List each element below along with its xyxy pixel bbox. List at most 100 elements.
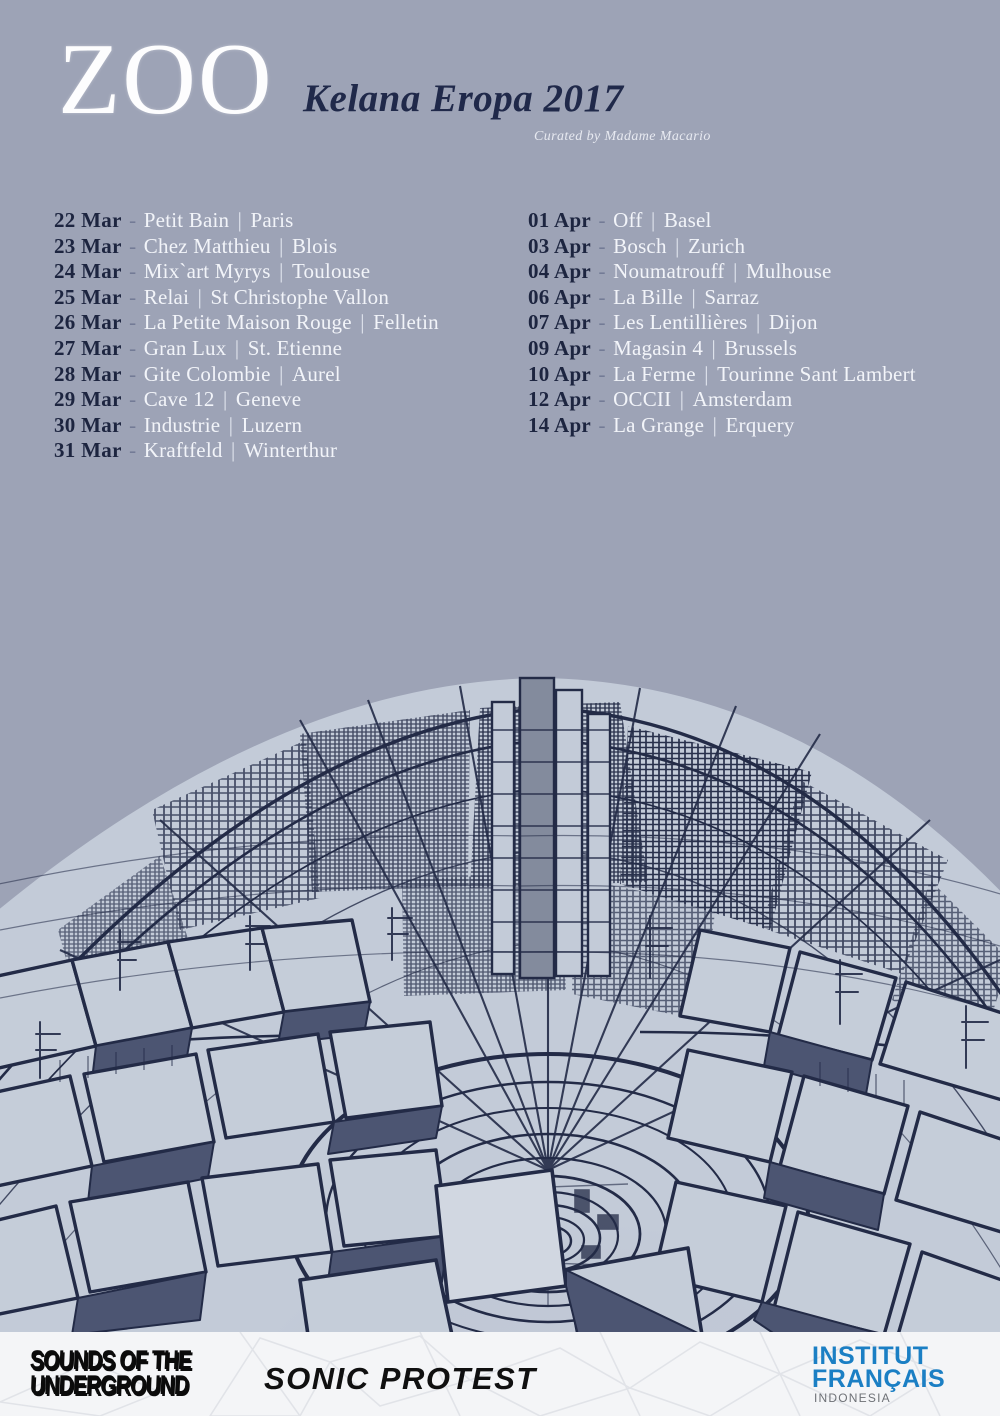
tour-date-venue: Gite Colombie [143,361,271,386]
tour-date-city: Paris [250,208,294,232]
tour-date-dash: - [593,284,612,309]
tour-date-row: 25 Mar - Relai | St Christophe Vallon [54,285,524,311]
tour-date-row: 22 Mar - Petit Bain | Paris [54,208,524,234]
cityscape-illustration [0,630,1000,1335]
tour-date-separator: | [727,259,743,284]
tour-date-dash: - [123,208,142,232]
tour-date-city: Tourinne Sant Lambert [717,361,916,386]
tour-date-dash: - [593,259,612,284]
tour-date-day: 09 Apr [528,335,592,360]
tour-date-city: Amsterdam [692,387,793,412]
tour-date-dash: - [593,310,612,335]
tour-date-dash: - [123,387,142,412]
tour-date-city: Basel [663,208,712,232]
tour-date-separator: | [706,335,722,360]
tour-date-dash: - [593,387,612,412]
tour-date-row: 04 Apr - Noumatrouff | Mulhouse [528,259,998,285]
tour-date-row: 01 Apr - Off | Basel [528,208,998,234]
tour-date-venue: La Petite Maison Rouge [143,310,352,335]
tour-date-dash: - [593,233,612,258]
tour-date-dash: - [123,259,142,284]
tour-date-city: Luzern [241,412,303,437]
tour-date-row: 31 Mar - Kraftfeld | Winterthur [54,438,524,464]
tour-date-venue: Gran Lux [143,335,227,360]
sotu-line-2: UNDERGROUND [29,1370,189,1400]
tour-subtitle: Kelana Eropa 2017 [303,77,624,120]
tour-date-day: 30 Mar [54,412,122,437]
footer-watermark-sketch [0,1332,942,1416]
tour-date-venue: Kraftfeld [143,438,223,463]
tour-date-dash: - [593,208,612,232]
curator-credit: Curated by Madame Macario [534,129,711,144]
tour-date-row: 12 Apr - OCCII | Amsterdam [528,387,998,413]
tour-date-dash: - [123,233,142,258]
tour-date-venue: Les Lentillières [613,310,748,335]
tour-date-dash: - [123,310,142,335]
tour-date-venue: Cave 12 [143,387,215,412]
page-title: ZOO [58,23,274,136]
tour-date-separator: | [273,259,289,284]
tour-date-dash: - [593,412,612,437]
tour-date-day: 04 Apr [528,259,592,284]
tour-date-dash: - [593,361,612,386]
tour-date-row: 29 Mar - Cave 12 | Geneve [54,387,524,413]
tour-date-venue: Mix`art Myrys [143,259,271,284]
tour-date-dash: - [123,335,142,360]
tour-date-city: Mulhouse [745,259,832,284]
tour-date-separator: | [273,361,289,386]
tour-date-day: 06 Apr [528,284,592,309]
tour-date-day: 14 Apr [528,412,592,437]
tour-date-separator: | [645,208,661,232]
tour-date-city: Blois [291,233,338,258]
tour-date-city: Felletin [373,310,439,335]
tour-date-dash: - [593,335,612,360]
tour-date-row: 30 Mar - Industrie | Luzern [54,413,524,439]
tour-date-row: 24 Mar - Mix`art Myrys | Toulouse [54,259,524,285]
tour-date-city: St. Etienne [247,335,343,360]
tour-date-venue: Chez Matthieu [143,233,271,258]
tour-date-venue: La Grange [613,412,705,437]
tour-date-day: 31 Mar [54,438,122,463]
tour-date-dash: - [123,361,142,386]
tour-date-city: Sarraz [704,284,760,309]
tour-date-city: Toulouse [291,259,371,284]
tour-date-venue: Noumatrouff [613,259,725,284]
tour-date-separator: | [698,361,715,386]
logo-sounds-of-the-underground[interactable]: SOUNDS OF THE UNDERGROUND [29,1345,210,1405]
tour-date-row: 27 Mar - Gran Lux | St. Etienne [54,336,524,362]
tour-date-dash: - [123,438,142,463]
tour-date-day: 22 Mar [54,208,122,232]
tour-date-city: Aurel [291,361,341,386]
tour-date-day: 07 Apr [528,310,592,335]
tour-date-row: 26 Mar - La Petite Maison Rouge | Fellet… [54,310,524,336]
tour-date-separator: | [707,412,723,437]
tour-date-separator: | [273,233,289,258]
tour-date-row: 03 Apr - Bosch | Zurich [528,234,998,260]
tour-date-city: Winterthur [243,438,338,463]
logo-institut-francais-indonesia[interactable]: INSTITUT FRANÇAIS INDONESIA [812,1344,982,1410]
tour-date-venue: Industrie [143,412,221,437]
tour-date-venue: Off [613,208,643,232]
tour-date-separator: | [223,412,239,437]
tour-date-city: Dijon [768,310,818,335]
tour-date-row: 06 Apr - La Bille | Sarraz [528,285,998,311]
tour-date-venue: Relai [143,284,190,309]
institut-francais-line-1: INSTITUT [812,1342,929,1370]
institut-francais-line-2: FRANÇAIS [812,1365,946,1393]
tour-date-row: 28 Mar - Gite Colombie | Aurel [54,362,524,388]
tour-date-day: 26 Mar [54,310,122,335]
sponsor-footer [0,1332,1000,1416]
tour-date-separator: | [674,387,690,412]
logo-sonic-protest[interactable]: SONIC PROTEST [264,1361,537,1396]
tour-date-city: Geneve [235,387,302,412]
poster-header: ZOO Kelana Eropa 2017 Curated by Madame … [0,0,1000,185]
tour-date-row: 07 Apr - Les Lentillières | Dijon [528,310,998,336]
tour-date-separator: | [669,233,685,258]
tour-date-separator: | [225,438,241,463]
tour-date-city: Brussels [724,335,798,360]
tour-date-row: 23 Mar - Chez Matthieu | Blois [54,234,524,260]
